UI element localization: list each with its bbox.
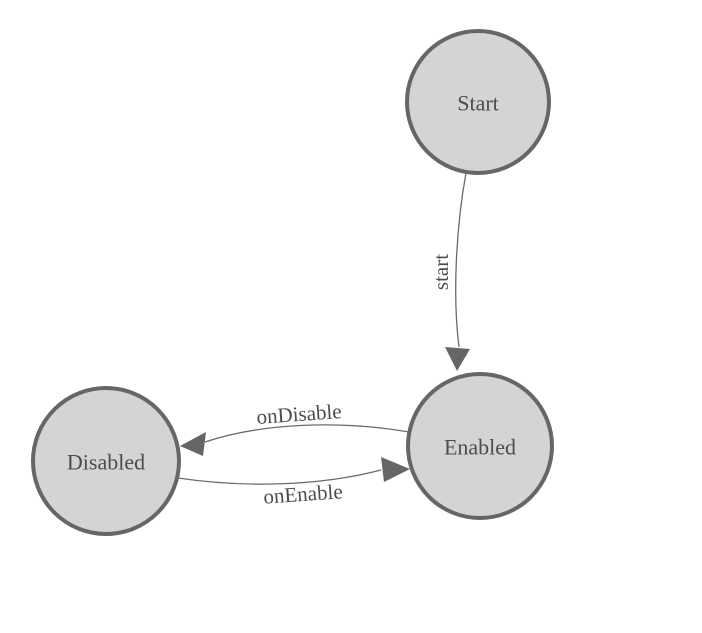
arrowhead-icon-disabled-to-enabled	[381, 457, 410, 482]
edge-label-onenable: onEnable	[263, 479, 344, 508]
edge-disabled-to-enabled[interactable]: onEnable	[177, 457, 410, 509]
edge-start-to-enabled[interactable]: start	[429, 172, 470, 371]
state-node-disabled[interactable]: Disabled	[31, 386, 181, 536]
edge-path-enabled-to-disabled[interactable]	[204, 424, 410, 443]
state-label-disabled: Disabled	[67, 450, 145, 475]
state-circle-disabled[interactable]	[31, 386, 181, 536]
edge-path-start-to-enabled[interactable]	[455, 172, 467, 348]
edge-enabled-to-disabled[interactable]: onDisable	[180, 399, 410, 456]
state-label-enabled: Enabled	[444, 435, 516, 460]
edge-path-disabled-to-enabled[interactable]	[177, 469, 382, 485]
edge-label-ondisable: onDisable	[256, 399, 343, 429]
state-label-start: Start	[457, 91, 499, 116]
edge-label-start: start	[429, 254, 453, 290]
arrowhead-icon-enabled-to-disabled	[180, 432, 206, 456]
arrowhead-icon-start-to-enabled	[445, 347, 470, 371]
state-node-start[interactable]: Start	[405, 29, 551, 175]
state-node-enabled[interactable]: Enabled	[406, 372, 554, 520]
state-circle-enabled[interactable]	[406, 372, 554, 520]
state-circle-start[interactable]	[405, 29, 551, 175]
